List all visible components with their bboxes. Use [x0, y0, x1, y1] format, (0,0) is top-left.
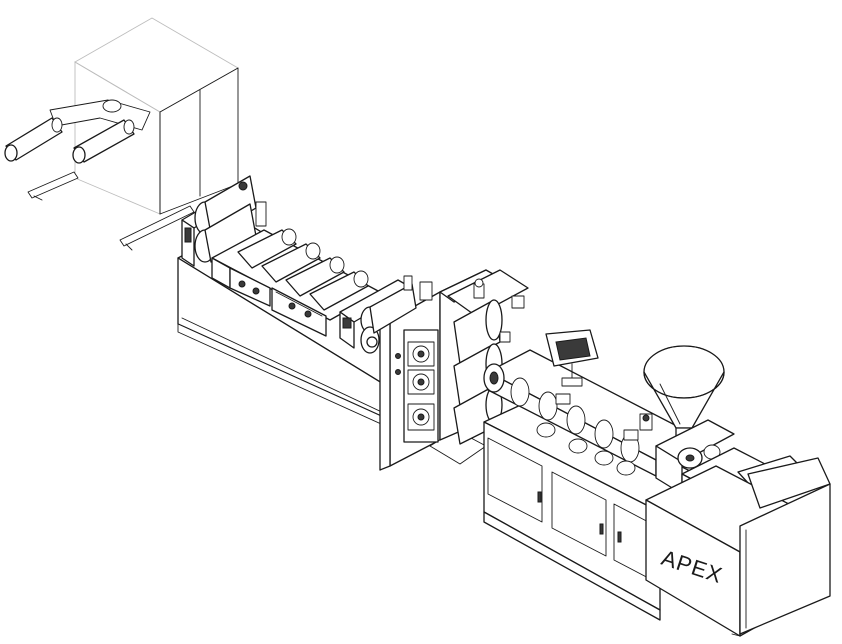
extruder-barrel — [483, 349, 701, 477]
cooling-haul-off-frame — [177, 175, 487, 471]
control-monitor — [545, 329, 599, 387]
winder-roller-right — [72, 119, 135, 164]
gearbox — [639, 413, 735, 495]
winder-unit — [4, 17, 239, 251]
calender-control-panel — [395, 329, 439, 443]
cooling-roller-bank — [211, 228, 381, 337]
roll-stand-left — [181, 175, 267, 267]
feed-hopper — [643, 345, 725, 445]
extruder-unit: APEX — [483, 329, 831, 637]
calender-stack — [395, 269, 529, 445]
roll-stand-right — [339, 275, 433, 354]
control-cabinet: APEX — [645, 457, 831, 637]
winder-roller-left — [4, 117, 63, 162]
